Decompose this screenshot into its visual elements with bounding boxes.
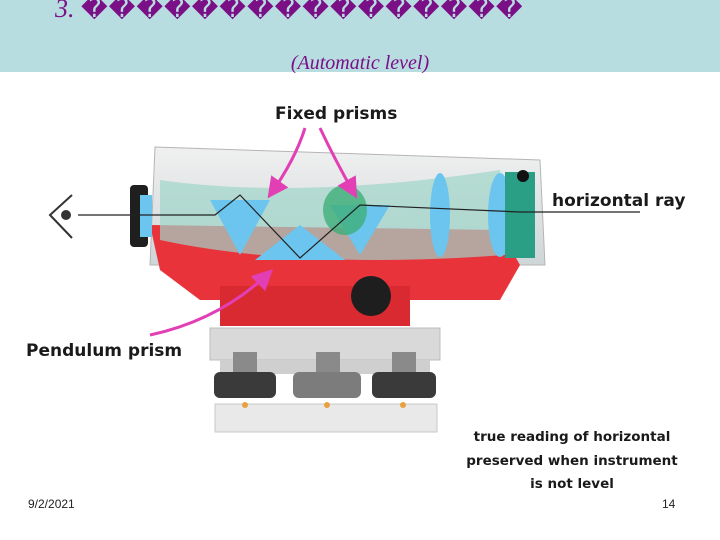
horizontal-ray-label: horizontal ray: [552, 191, 685, 211]
note-line: true reading of horizontal: [474, 429, 671, 445]
footer-date: 9/2/2021: [28, 497, 75, 511]
fixed-prisms-label: Fixed prisms: [275, 104, 397, 124]
note-line: is not level: [530, 476, 614, 492]
page-number: 14: [662, 497, 675, 511]
eyepiece: [130, 185, 152, 247]
eye-icon: [50, 195, 72, 238]
pendulum-prism-label: Pendulum prism: [26, 341, 182, 361]
note-line: preserved when instrument: [466, 453, 678, 469]
note-text: true reading of horizontal preserved whe…: [466, 429, 678, 492]
